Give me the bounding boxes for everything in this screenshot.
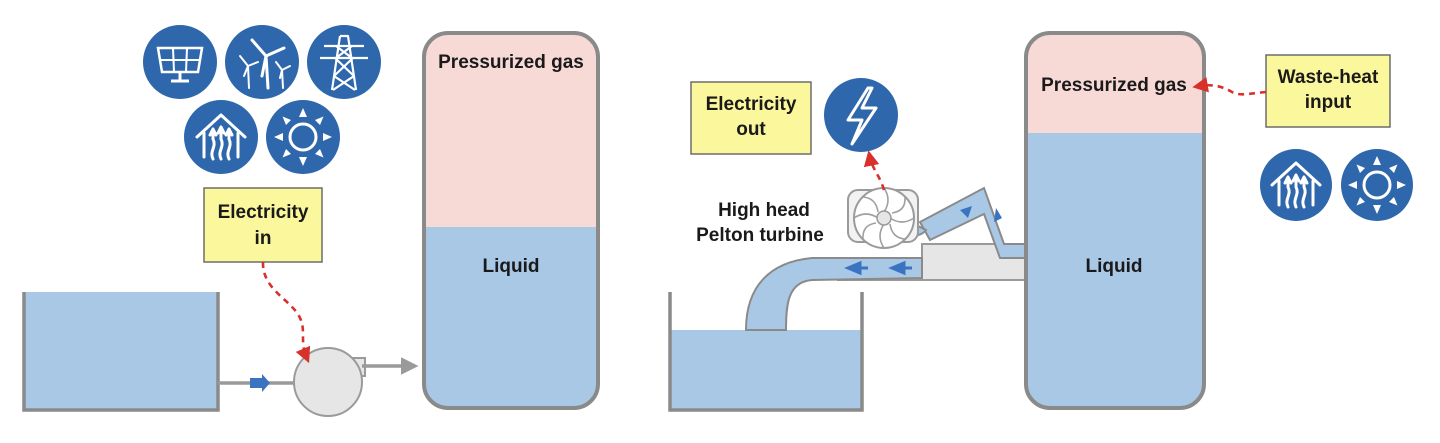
svg-text:Electricity: Electricity [218, 202, 309, 223]
electricity-in-label: Electricity in [203, 187, 323, 263]
left-pressure-tank: Pressurized gas Liquid [422, 31, 600, 410]
left-open-reservoir [22, 292, 220, 412]
flow-arrow-icon [888, 260, 912, 276]
svg-text:Pelton turbine: Pelton turbine [696, 225, 824, 246]
left-gas-region [424, 33, 598, 227]
svg-text:Waste-heat: Waste-heat [1278, 67, 1379, 88]
flow-arrow-icon [994, 208, 1002, 222]
electricity-out-label: Electricity out [690, 81, 812, 155]
solar-thermal-icon [1341, 149, 1413, 221]
solar-thermal-icon [266, 100, 340, 174]
left-gas-label: Pressurized gas [438, 52, 584, 73]
right-gas-region [1026, 33, 1204, 133]
electricity-out-arrow [863, 150, 886, 191]
svg-text:out: out [736, 119, 766, 140]
right-gas-label: Pressurized gas [1041, 75, 1187, 96]
turbine-label: High head Pelton turbine [696, 200, 824, 246]
waste-heat-arrow [1192, 77, 1267, 96]
input-source-icons [143, 25, 381, 174]
discharge-channel [744, 257, 923, 331]
pelton-turbine [847, 187, 919, 249]
waste-heat-label: Waste-heat input [1265, 54, 1391, 128]
electricity-in-arrow [261, 261, 311, 364]
svg-text:Electricity: Electricity [706, 94, 797, 115]
wind-turbine-icon [225, 25, 299, 99]
inlet-pipe [218, 374, 300, 392]
flow-arrow-icon [960, 206, 972, 218]
pump [293, 347, 366, 417]
geothermal-heat-icon [184, 100, 258, 174]
lightning-bolt-icon [824, 78, 898, 152]
svg-text:input: input [1305, 92, 1352, 113]
svg-text:in: in [255, 228, 272, 249]
right-open-reservoir [668, 292, 864, 412]
left-liquid-label: Liquid [483, 256, 540, 277]
flow-arrow-icon [250, 374, 270, 392]
right-liquid-region [1026, 133, 1204, 408]
right-liquid-label: Liquid [1086, 256, 1143, 277]
solar-panel-icon [143, 25, 217, 99]
geothermal-heat-icon [1260, 149, 1332, 221]
right-pressure-tank: Pressurized gas Liquid [1024, 31, 1206, 410]
left-liquid-region [424, 227, 598, 408]
waste-heat-source-icons [1260, 149, 1413, 221]
flow-arrow-icon [844, 260, 868, 276]
svg-text:High head: High head [718, 200, 810, 221]
power-pylon-icon [307, 25, 381, 99]
